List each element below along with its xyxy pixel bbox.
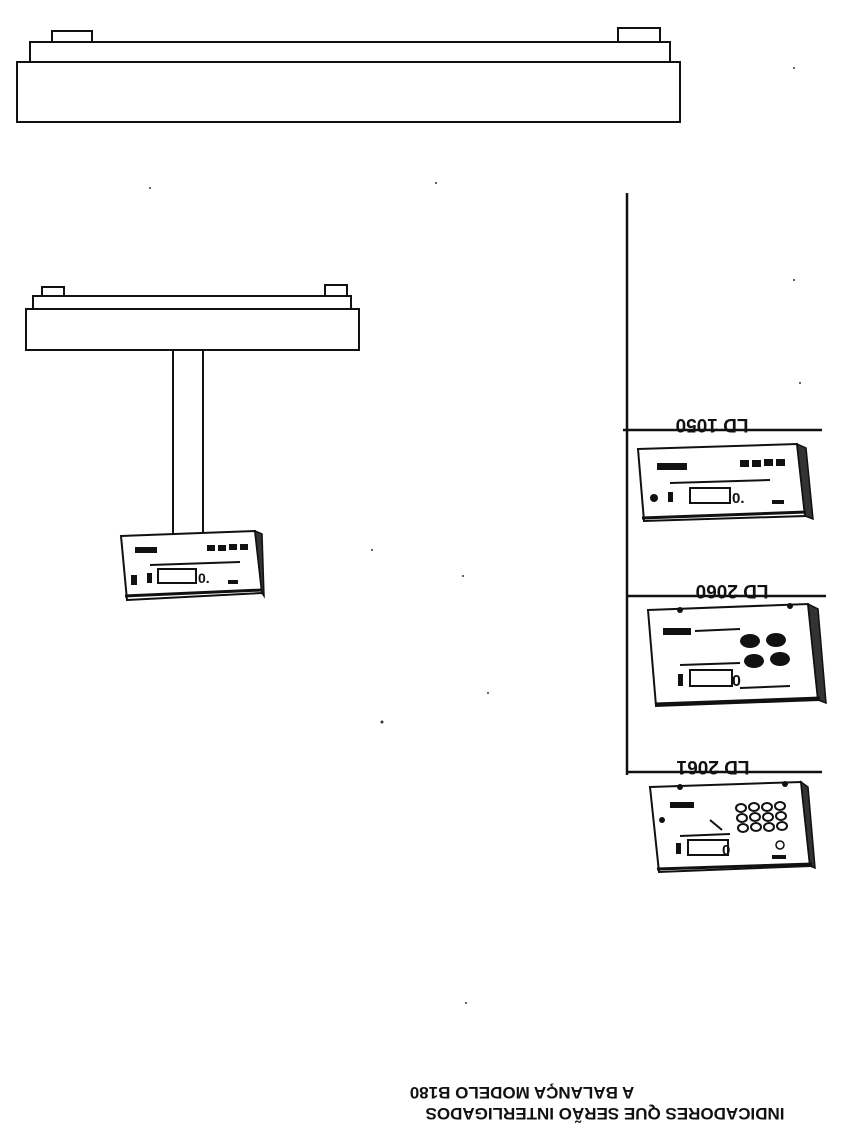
indicator-label: LD 1050 (676, 414, 749, 435)
column-scale-base (25, 308, 360, 351)
indicator-ld2061: 0 (648, 780, 816, 874)
indicator-ld2060: 0 (646, 602, 827, 708)
svg-text:0: 0 (732, 673, 741, 690)
large-scale-base (16, 61, 681, 123)
indicator-labels: LD 1050 LD 2060 LD 2061 (676, 414, 769, 777)
large-scale-foot-right (617, 27, 661, 43)
caption-line-2: INDICADORES QUE SERÃO INTERLIGADOS (426, 1104, 785, 1124)
column-scale-foot-right (324, 284, 348, 297)
indicator-ld1050: 0. (636, 442, 814, 523)
column-scale-post (172, 349, 204, 535)
svg-text:0.: 0. (732, 490, 745, 507)
indicator-label: LD 2061 (676, 756, 749, 777)
indicator-label: LD 2060 (696, 580, 769, 601)
svg-text:0: 0 (722, 842, 730, 859)
svg-text:0.: 0. (198, 570, 210, 586)
scan-specks (149, 67, 801, 1004)
indicator-rack (623, 193, 826, 775)
large-scale-platform (16, 27, 681, 123)
caption-line-1: A BALANÇA MODELO B180 (410, 1083, 634, 1102)
column-scale-top-plate (32, 295, 352, 310)
caption: A BALANÇA MODELO B180 INDICADORES QUE SE… (410, 1083, 785, 1124)
column-scale (25, 284, 360, 535)
column-indicator: 0. (119, 529, 265, 602)
large-scale-top-plate (29, 41, 671, 63)
